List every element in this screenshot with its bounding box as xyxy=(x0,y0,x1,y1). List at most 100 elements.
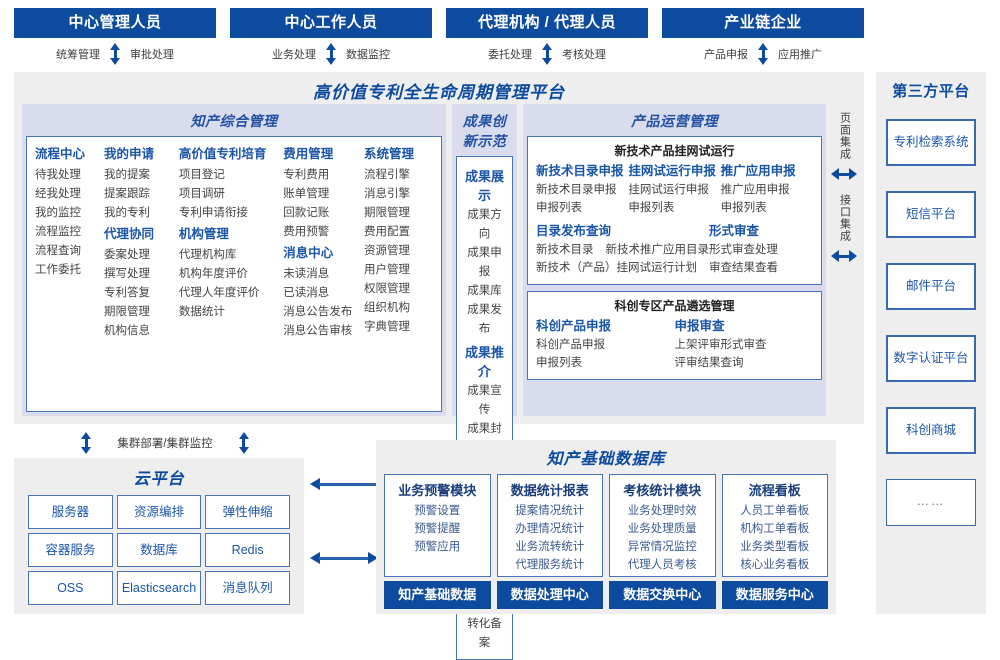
achievement-menu-item[interactable]: 成果方向 xyxy=(467,209,502,240)
product-menu-item[interactable]: 上架评审形式审查 xyxy=(674,339,767,351)
ip-group-title[interactable]: 机构管理 xyxy=(178,227,229,241)
product-menu-item[interactable]: 申报列表 xyxy=(720,202,767,214)
cloud-service-cell[interactable]: 消息队列 xyxy=(205,571,290,605)
product-menu-item[interactable]: 新技术目录申报 xyxy=(536,184,617,196)
product-menu-item[interactable]: 新技术（产品）挂网试运行计划 xyxy=(536,262,697,274)
third-party-item[interactable]: 短信平台 xyxy=(886,191,976,238)
ip-group-title[interactable]: 费用管理 xyxy=(283,147,334,161)
ip-group-title[interactable]: 我的申请 xyxy=(103,147,154,161)
ip-menu-item[interactable]: 消息引擎 xyxy=(364,188,411,200)
ip-menu-item[interactable]: 专利费用 xyxy=(283,169,330,181)
ip-menu-item[interactable]: 机构信息 xyxy=(103,325,150,337)
ip-menu-item[interactable]: 提案跟踪 xyxy=(103,188,150,200)
ip-menu-item[interactable]: 回款记账 xyxy=(283,207,330,219)
cloud-service-cell[interactable]: Elasticsearch xyxy=(116,571,202,605)
product-menu-item[interactable]: 申报列表 xyxy=(536,202,582,214)
role-title[interactable]: 中心工作人员 xyxy=(230,8,432,38)
ip-menu-item[interactable]: 流程查询 xyxy=(35,245,81,257)
product-menu-item[interactable]: 新技术目录 xyxy=(536,244,594,256)
ip-menu-item[interactable]: 流程引擎 xyxy=(364,169,411,181)
database-card-item[interactable]: 办理情况统计 xyxy=(515,523,585,535)
ip-menu-item[interactable]: 组织机构 xyxy=(364,302,411,314)
ip-menu-item[interactable]: 项目登记 xyxy=(178,169,225,181)
ip-menu-item[interactable]: 字典管理 xyxy=(364,321,411,333)
cloud-service-cell[interactable]: 资源编排 xyxy=(116,495,202,529)
product-menu-item[interactable]: 新技术推广应用目录 xyxy=(605,244,710,256)
ip-menu-item[interactable]: 账单管理 xyxy=(283,188,330,200)
database-card-item[interactable]: 代理人员考核 xyxy=(627,559,697,571)
achievement-menu-item[interactable]: 成果申报 xyxy=(467,247,502,278)
ip-menu-item[interactable]: 待我处理 xyxy=(35,169,81,181)
product-group-title[interactable]: 申报审查 xyxy=(674,319,725,333)
database-footer-button[interactable]: 数据交换中心 xyxy=(609,581,716,609)
database-card-title[interactable]: 业务预警模块 xyxy=(398,483,477,498)
ip-menu-item[interactable]: 我的提案 xyxy=(103,169,150,181)
product-menu-item[interactable]: 挂网试运行申报 xyxy=(628,184,709,196)
product-menu-item[interactable]: 评审结果查询 xyxy=(674,357,744,369)
product-group-title[interactable]: 目录发布查询 xyxy=(536,224,612,238)
achievement-menu-item[interactable]: 转化备案 xyxy=(467,618,502,649)
cloud-service-cell[interactable]: 服务器 xyxy=(28,495,113,529)
ip-menu-item[interactable]: 项目调研 xyxy=(178,188,225,200)
database-card-title[interactable]: 数据统计报表 xyxy=(510,483,589,498)
ip-group-title[interactable]: 高价值专利培育 xyxy=(178,147,267,161)
ip-menu-item[interactable]: 期限管理 xyxy=(364,207,411,219)
ip-menu-item[interactable]: 专利答复 xyxy=(103,287,150,299)
database-card-item[interactable]: 业务流转统计 xyxy=(515,541,585,553)
product-group-title[interactable]: 新技术目录申报 xyxy=(536,164,624,178)
database-card-title[interactable]: 考核统计模块 xyxy=(623,483,702,498)
ip-menu-item[interactable]: 数据统计 xyxy=(178,306,225,318)
ip-menu-item[interactable]: 权限管理 xyxy=(364,283,411,295)
database-card-item[interactable]: 预警设置 xyxy=(414,505,461,517)
role-title[interactable]: 中心管理人员 xyxy=(14,8,216,38)
ip-group-title[interactable]: 流程中心 xyxy=(35,147,86,161)
ip-menu-item[interactable]: 期限管理 xyxy=(103,306,150,318)
ip-menu-item[interactable]: 费用配置 xyxy=(364,226,411,238)
product-group-title[interactable]: 科创产品申报 xyxy=(536,319,612,333)
product-menu-item[interactable]: 申报列表 xyxy=(628,202,675,214)
ip-group-title[interactable]: 消息中心 xyxy=(283,246,334,260)
product-menu-item[interactable]: 申报列表 xyxy=(536,357,582,369)
achievement-menu-item[interactable]: 成果库 xyxy=(467,285,502,297)
ip-menu-item[interactable]: 我的专利 xyxy=(103,207,150,219)
database-card-title[interactable]: 流程看板 xyxy=(748,483,801,498)
ip-group-title[interactable]: 代理协同 xyxy=(103,227,154,241)
database-card-item[interactable]: 异常情况监控 xyxy=(627,541,697,553)
database-card-item[interactable]: 人员工单看板 xyxy=(740,505,810,517)
ip-menu-item[interactable]: 代理人年度评价 xyxy=(178,287,260,299)
database-card-item[interactable]: 提案情况统计 xyxy=(515,505,585,517)
product-menu-item[interactable]: 推广应用申报 xyxy=(720,184,790,196)
role-title[interactable]: 产业链企业 xyxy=(662,8,864,38)
cloud-service-cell[interactable]: 容器服务 xyxy=(28,533,113,567)
ip-menu-item[interactable]: 机构年度评价 xyxy=(178,268,248,280)
ip-menu-item[interactable]: 消息公告审核 xyxy=(283,325,353,337)
product-group-title[interactable]: 挂网试运行申报 xyxy=(628,164,716,178)
database-card-item[interactable]: 业务处理时效 xyxy=(627,505,697,517)
cloud-service-cell[interactable]: Redis xyxy=(205,533,290,567)
product-group-title[interactable]: 推广应用申报 xyxy=(720,164,796,178)
ip-menu-item[interactable]: 用户管理 xyxy=(364,264,411,276)
achievement-group-title[interactable]: 成果展示 xyxy=(464,169,504,203)
ip-menu-item[interactable]: 工作委托 xyxy=(35,264,81,276)
achievement-menu-item[interactable]: 成果发布 xyxy=(467,304,502,335)
cloud-service-cell[interactable]: 弹性伸缩 xyxy=(205,495,290,529)
database-card-item[interactable]: 业务类型看板 xyxy=(740,541,810,553)
ip-menu-item[interactable]: 资源管理 xyxy=(364,245,411,257)
ip-group-title[interactable]: 系统管理 xyxy=(364,147,415,161)
cloud-service-cell[interactable]: 数据库 xyxy=(116,533,202,567)
product-menu-item[interactable]: 科创产品申报 xyxy=(536,339,605,351)
ip-menu-item[interactable]: 流程监控 xyxy=(35,226,81,238)
third-party-item[interactable]: 专利检索系统 xyxy=(886,119,976,166)
database-footer-button[interactable]: 数据服务中心 xyxy=(721,581,828,609)
ip-menu-item[interactable]: 委案处理 xyxy=(103,249,150,261)
ip-menu-item[interactable]: 未读消息 xyxy=(283,268,330,280)
achievement-group-title[interactable]: 成果推介 xyxy=(464,345,504,379)
ip-menu-item[interactable]: 已读消息 xyxy=(283,287,330,299)
ip-menu-item[interactable]: 消息公告发布 xyxy=(283,306,353,318)
database-card-item[interactable]: 核心业务看板 xyxy=(740,559,810,571)
database-footer-button[interactable]: 数据处理中心 xyxy=(496,581,603,609)
ip-menu-item[interactable]: 撰写处理 xyxy=(103,268,150,280)
ip-menu-item[interactable]: 经我处理 xyxy=(35,188,81,200)
third-party-item[interactable]: 数字认证平台 xyxy=(886,335,976,382)
product-menu-item[interactable]: 形式审查处理 xyxy=(709,244,778,256)
